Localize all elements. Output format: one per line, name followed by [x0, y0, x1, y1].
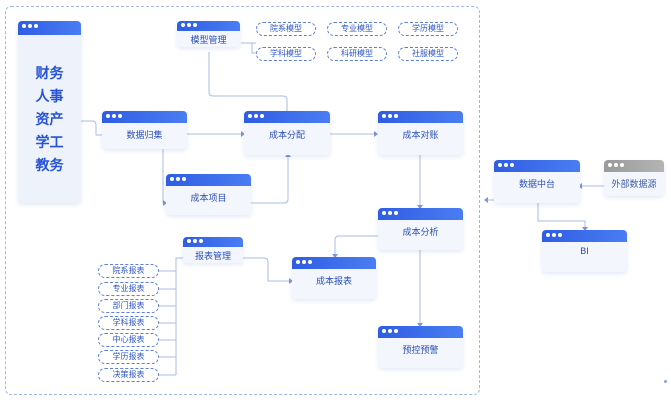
node-cost-report[interactable]: 成本报表 — [292, 257, 376, 299]
node-model-management[interactable]: 模型管理 — [177, 21, 240, 47]
model-pill[interactable]: 社服模型 — [398, 47, 458, 61]
window-dots-icon — [187, 239, 205, 243]
model-pill[interactable]: 院系模型 — [256, 22, 316, 36]
node-label: 数据中台 — [518, 180, 555, 190]
report-pill[interactable]: 学科报表 — [98, 316, 159, 330]
window-dots-icon — [546, 233, 564, 237]
window-dots-icon — [382, 329, 400, 333]
link-report-pills — [175, 257, 183, 375]
window-dots-icon — [106, 114, 124, 118]
node-label: 成本分析 — [402, 228, 439, 238]
node-label: 成本对账 — [402, 131, 439, 141]
node-cost-allocation[interactable]: 成本分配 — [244, 111, 330, 155]
node-label: 成本项目 — [190, 194, 227, 204]
window-dots-icon — [22, 24, 40, 28]
node-data-collection[interactable]: 数据归集 — [102, 111, 187, 149]
source-finance: 财务 — [35, 66, 64, 82]
report-pill[interactable]: 中心报表 — [98, 333, 159, 347]
source-hr: 人事 — [35, 89, 64, 105]
report-pill[interactable]: 专业报表 — [98, 282, 159, 296]
source-assets: 资产 — [35, 112, 64, 128]
platform-boundary — [5, 6, 480, 395]
node-label: 成本分配 — [268, 131, 305, 141]
node-cost-item[interactable]: 成本项目 — [166, 174, 251, 215]
link-reportmgmt-report — [243, 257, 292, 282]
report-pill[interactable]: 院系报表 — [98, 264, 159, 278]
resize-handle-icon — [664, 380, 667, 383]
source-academic-affairs: 教务 — [35, 158, 64, 174]
node-label: 模型管理 — [190, 36, 227, 46]
node-label: 报表管理 — [194, 252, 231, 262]
node-cost-analysis[interactable]: 成本分析 — [378, 208, 463, 250]
node-cost-reconciliation[interactable]: 成本对账 — [378, 111, 463, 155]
panel-header-bar — [18, 21, 81, 35]
node-label: 成本报表 — [315, 277, 352, 287]
report-pill[interactable]: 决策报表 — [98, 368, 159, 382]
node-label: 数据归集 — [126, 131, 163, 141]
data-sources-panel: 财务 人事 资产 学工 教务 — [18, 21, 81, 203]
link-sources-collect — [81, 120, 102, 136]
model-pill[interactable]: 学历模型 — [398, 22, 458, 36]
node-data-center[interactable]: 数据中台 — [494, 160, 580, 203]
model-pill[interactable]: 学科模型 — [256, 47, 316, 61]
node-label: BI — [580, 247, 589, 257]
node-external-data-source[interactable]: 外部数据源 — [604, 160, 664, 196]
node-label: 外部数据源 — [611, 180, 657, 190]
window-dots-icon — [498, 163, 516, 167]
report-pill[interactable]: 学历报表 — [98, 350, 159, 364]
window-dots-icon — [382, 114, 400, 118]
link-report-pills-branches — [159, 270, 176, 376]
link-analysis-report — [334, 235, 378, 257]
node-label: 预控预警 — [402, 346, 439, 356]
link-model-pills-2 — [251, 43, 256, 54]
window-dots-icon — [248, 114, 266, 118]
link-item-alloc — [251, 155, 289, 204]
window-dots-icon — [181, 23, 199, 27]
node-budget-warning[interactable]: 预控预警 — [378, 326, 463, 368]
source-student-affairs: 学工 — [35, 135, 64, 151]
window-dots-icon — [382, 211, 400, 215]
window-dots-icon — [170, 177, 188, 181]
report-pill[interactable]: 部门报表 — [98, 299, 159, 313]
model-pill[interactable]: 科研模型 — [327, 47, 387, 61]
window-dots-icon — [296, 260, 314, 264]
window-dots-icon — [608, 163, 626, 167]
node-report-management[interactable]: 报表管理 — [183, 237, 243, 263]
link-center-bi — [537, 203, 586, 230]
node-bi[interactable]: BI — [542, 230, 627, 272]
model-pill[interactable]: 专业模型 — [327, 22, 387, 36]
link-model-alloc — [208, 52, 288, 111]
